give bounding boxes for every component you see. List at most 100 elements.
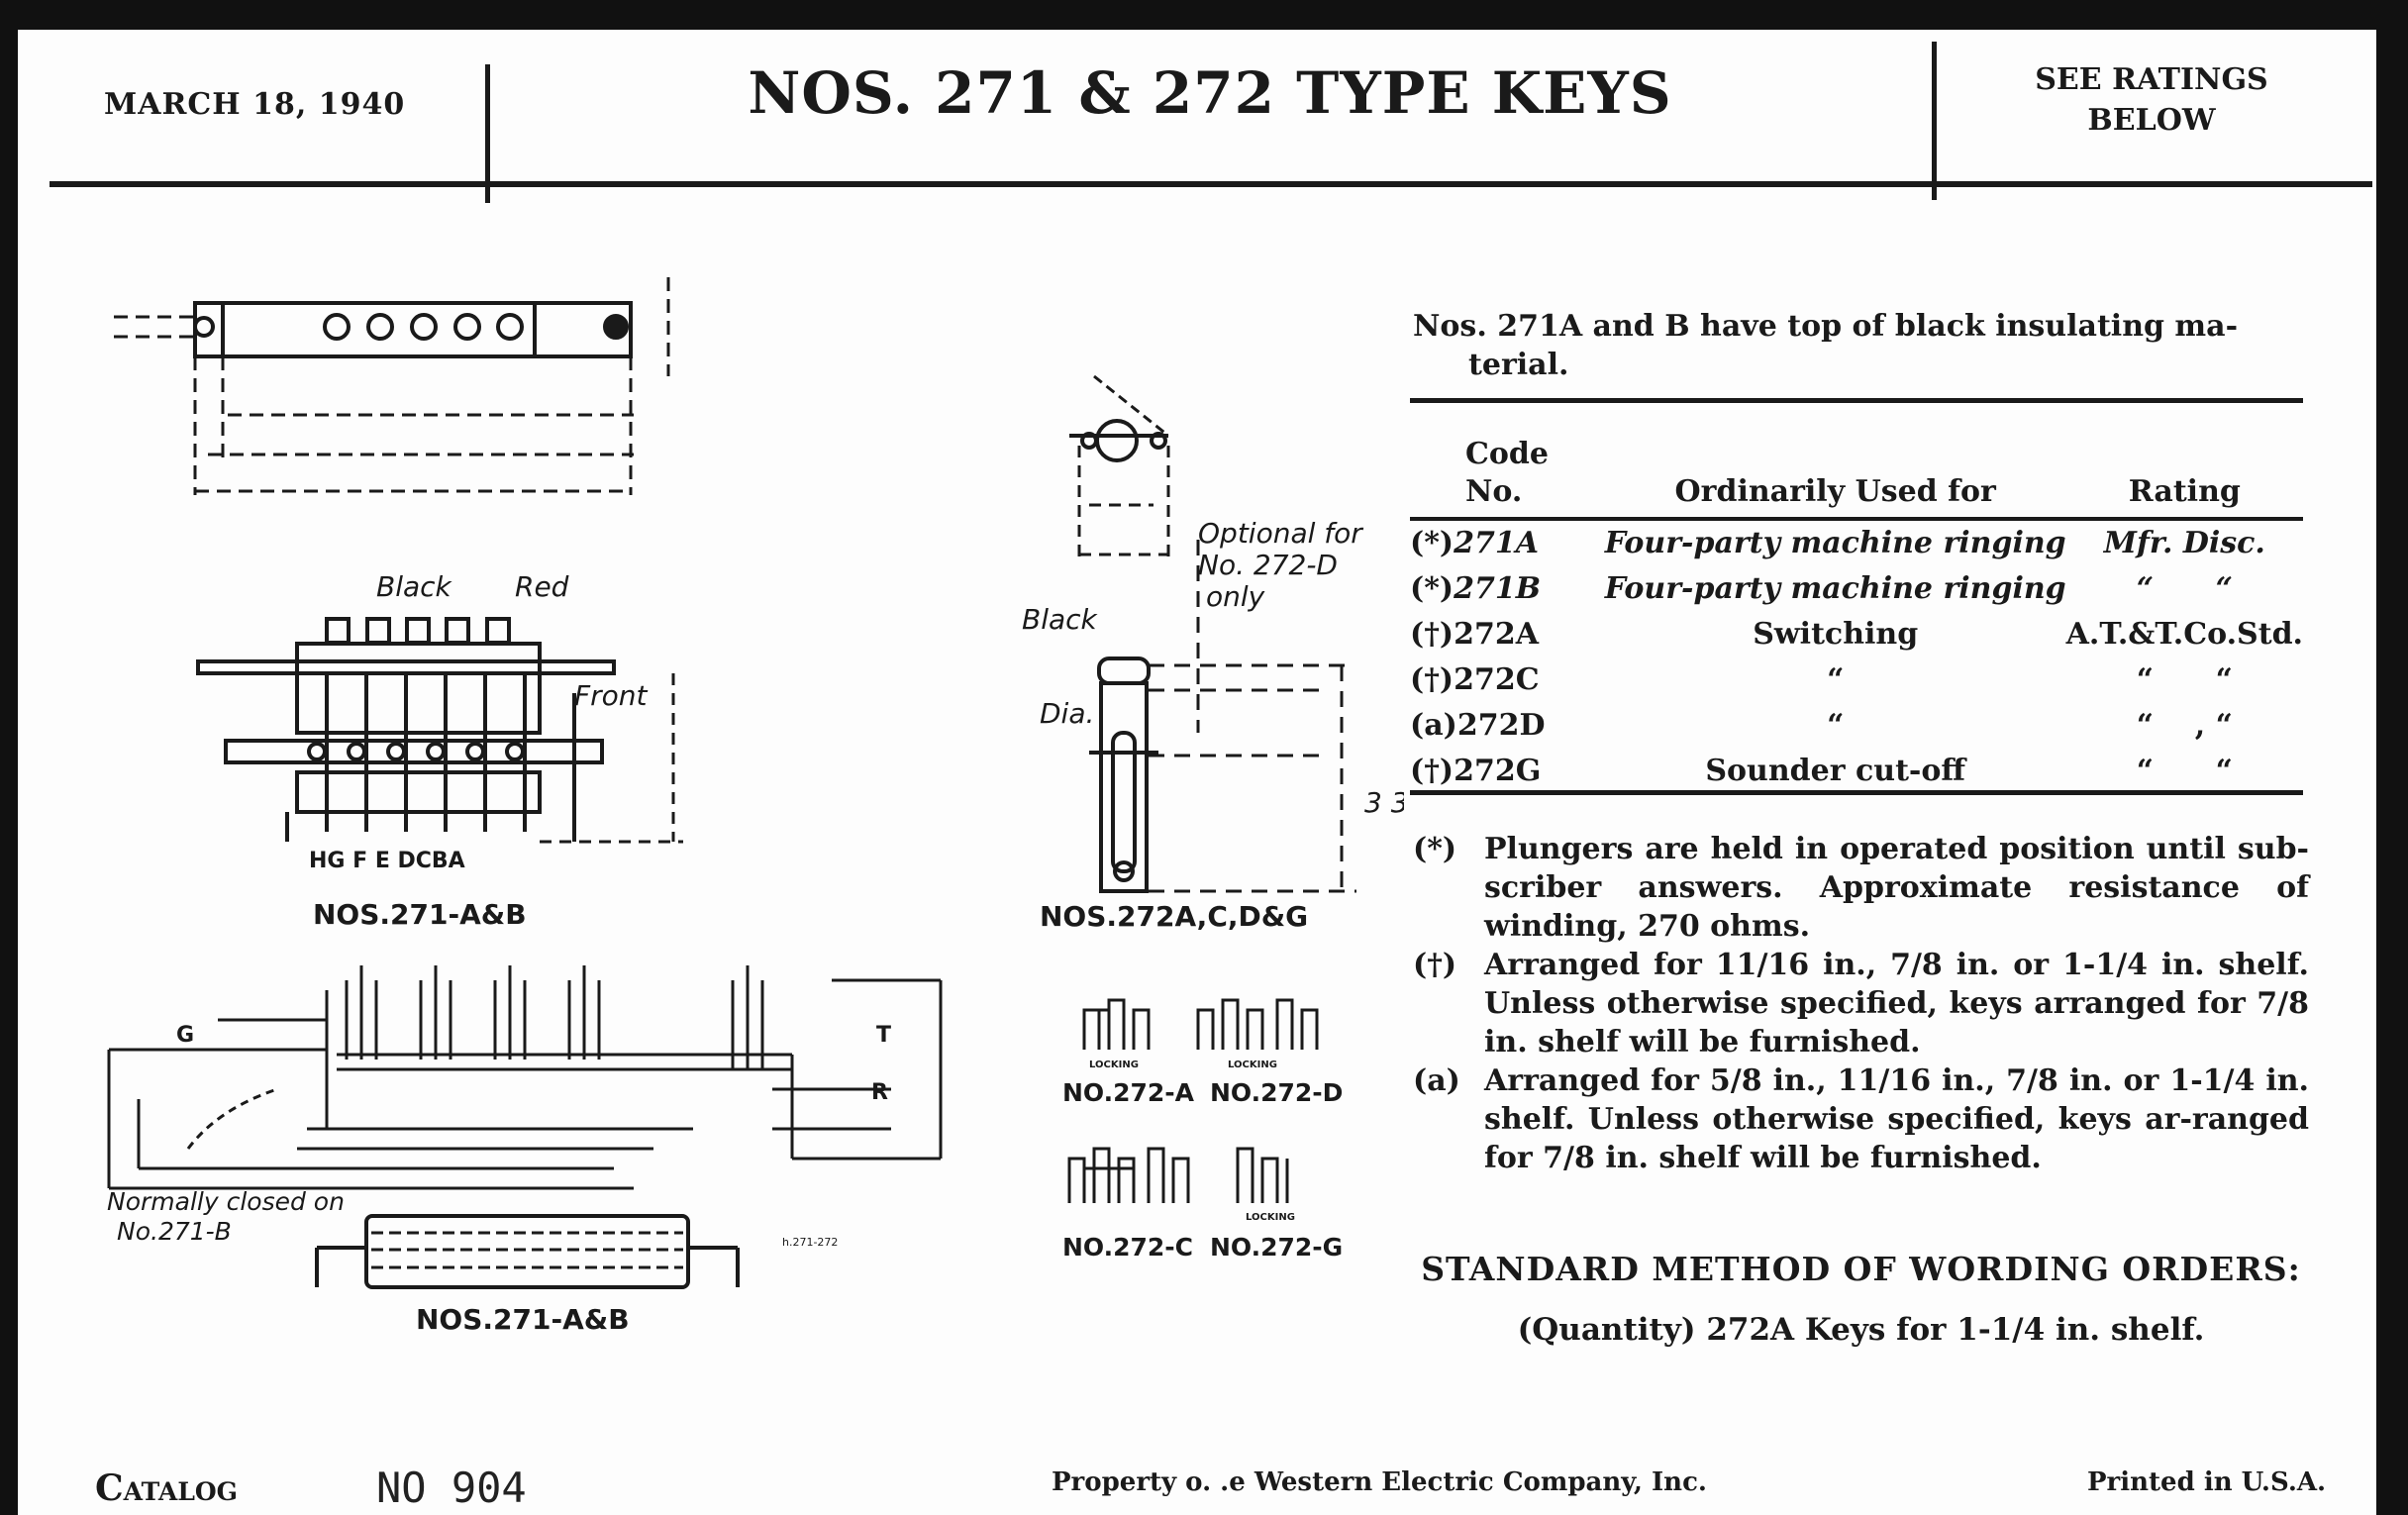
code-number: 272G (1454, 754, 1542, 788)
footnote: (†) Arranged for 11/16 in., 7/8 in. or 1-… (1413, 946, 2309, 1061)
header-divider (485, 64, 490, 203)
catalog-label: Catalog (95, 1467, 239, 1509)
printed-in: Printed in U.S.A. (2087, 1467, 2327, 1497)
rating-cell: “ “ (2136, 662, 2233, 697)
property-notice: Property o. .e Western Electric Company,… (1052, 1467, 1707, 1497)
label-optional: only (1206, 580, 1265, 613)
used-for-cell: Sounder cut-off (1705, 754, 1966, 788)
code-number: 271A (1454, 526, 1539, 560)
drawing-ref: h.271-272 (782, 1236, 838, 1249)
table-header-row: Code No. Ordinarily Used for Rating (1410, 436, 2303, 519)
code-cell: (†)272G (1410, 749, 1605, 794)
ordering-heading: STANDARD METHOD OF WORDING ORDERS: (1421, 1250, 2301, 1288)
label-locking: LOCKING (1246, 1212, 1295, 1223)
code-cell: (*)271A (1410, 521, 1605, 566)
label-optional: Optional for (1198, 517, 1363, 550)
catalog-number: NO 904 (376, 1464, 527, 1512)
code-mark: (†) (1410, 662, 1455, 697)
col-rating: Rating (2128, 474, 2241, 509)
label-front: Front (574, 679, 648, 712)
code-mark: (†) (1410, 617, 1455, 652)
code-mark: (*) (1410, 526, 1455, 560)
codes-table: Code No. Ordinarily Used for Rating (*)2… (1410, 436, 2303, 794)
footnote-mark: (*) (1413, 832, 1457, 866)
header-rule (50, 181, 2372, 187)
catalog-page: MARCH 18, 1940 NOS. 271 & 272 TYPE KEYS … (18, 30, 2376, 1515)
code-cell: (*)271B (1410, 566, 1605, 612)
dim-3-3-16: 3 3/16" (1364, 786, 1404, 819)
caption-272a: NO.272-A (1062, 1078, 1195, 1107)
label-locking: LOCKING (1089, 1060, 1139, 1070)
label-r: R (871, 1080, 888, 1105)
footnote: (a) Arranged for 5/8 in., 11/16 in., 7/8 … (1413, 1061, 2309, 1177)
footnote-text: Arranged for 11/16 in., 7/8 in. or 1-1/4… (1484, 948, 2309, 1060)
code-number: 272D (1456, 708, 1546, 743)
caption-272d: NO.272-D (1210, 1078, 1343, 1107)
header-divider (1932, 42, 1937, 200)
used-for-cell: “ (1827, 662, 1845, 697)
col-code-line: No. (1465, 474, 1523, 509)
code-cell: (†)272C (1410, 657, 1605, 703)
col-used-for: Ordinarily Used for (1674, 474, 1996, 509)
caption-272: NOS.272A,C,D&G (1040, 900, 1308, 933)
intro-line: terial. (1468, 348, 1569, 382)
coil-271 (315, 1214, 740, 1289)
label-locking: LOCKING (1228, 1060, 1277, 1070)
used-for-cell: “ (1827, 708, 1845, 743)
ratings-line: SEE RATINGS (2035, 62, 2268, 97)
code-mark: (*) (1410, 571, 1455, 606)
label-contacts: HG F E DCBA (309, 849, 465, 873)
rating-cell: “ “ (2136, 571, 2233, 606)
ratings-line: BELOW (2087, 103, 2216, 138)
table-row: (a)272D““ , “ (1410, 703, 2303, 749)
caption-272g: NO.272-G (1210, 1233, 1343, 1262)
technical-drawings: Black Red Front HG F E DCBA NOS.271-A&B … (107, 277, 1404, 1336)
code-cell: (†)272A (1410, 612, 1605, 657)
label-black-272: Black (1022, 603, 1099, 636)
table-row: (†)272G Sounder cut-off “ “ (1410, 749, 2303, 794)
page-title: NOS. 271 & 272 TYPE KEYS (748, 59, 1672, 127)
see-ratings-note: SEE RATINGS BELOW (1949, 59, 2355, 141)
label-optional: No. 272-D (1198, 549, 1338, 581)
rating-cell: “ “ (2136, 754, 2233, 788)
side-view-271 (196, 617, 683, 844)
intro-text: Nos. 271A and B have top of black insula… (1413, 307, 2304, 384)
used-for-cell: Four-party machine ringing (1604, 571, 2066, 606)
wiring-schematic-271 (107, 965, 943, 1190)
table-top-rule (1410, 398, 2303, 403)
table-bottom-rule (1410, 790, 2303, 795)
label-red: Red (515, 570, 569, 603)
footnote-text: Plungers are held in operated position u… (1484, 832, 2309, 944)
table-row: (†)272C “ “ “ (1410, 657, 2303, 703)
intro-line: Nos. 271A and B have top of black insula… (1413, 309, 2239, 344)
ordering-example: (Quantity) 272A Keys for 1-1/4 in. shelf… (1517, 1312, 2205, 1348)
footnote-mark: (a) (1413, 1063, 1460, 1098)
contact-diagrams-272 (1067, 998, 1319, 1203)
code-number: 272A (1454, 617, 1539, 652)
label-black: Black (376, 570, 453, 603)
rating-cell: A.T.&T.Co.Std. (2065, 617, 2303, 652)
code-number: 272C (1454, 662, 1540, 697)
caption-272c: NO.272-C (1062, 1233, 1193, 1262)
footnote: (*) Plungers are held in operated positio… (1413, 830, 2309, 946)
caption-271-side: NOS.271-A&B (313, 898, 527, 931)
label-g: G (176, 1023, 194, 1048)
footnote-mark: (†) (1413, 948, 1457, 982)
table-row: (†)272A Switching A.T.&T.Co.Std. (1410, 612, 2303, 657)
side-view-272 (1089, 540, 1356, 893)
date: MARCH 18, 1940 (104, 87, 406, 122)
used-for-cell: Four-party machine ringing (1604, 526, 2066, 560)
code-mark: (a) (1410, 708, 1457, 743)
label-dia: Dia. (1040, 697, 1094, 730)
plan-view-271 (114, 277, 670, 495)
used-for-cell: Switching (1753, 617, 1919, 652)
normally-closed-note: No.271-B (117, 1217, 232, 1246)
code-mark: (†) (1410, 754, 1455, 788)
footnotes: (*) Plungers are held in operated positio… (1413, 830, 2309, 1177)
code-number: 271B (1454, 571, 1542, 606)
caption-271-coil: NOS.271-A&B (416, 1303, 630, 1336)
footnote-text: Arranged for 5/8 in., 11/16 in., 7/8 in.… (1484, 1063, 2309, 1175)
code-cell: (a)272D (1410, 703, 1605, 749)
